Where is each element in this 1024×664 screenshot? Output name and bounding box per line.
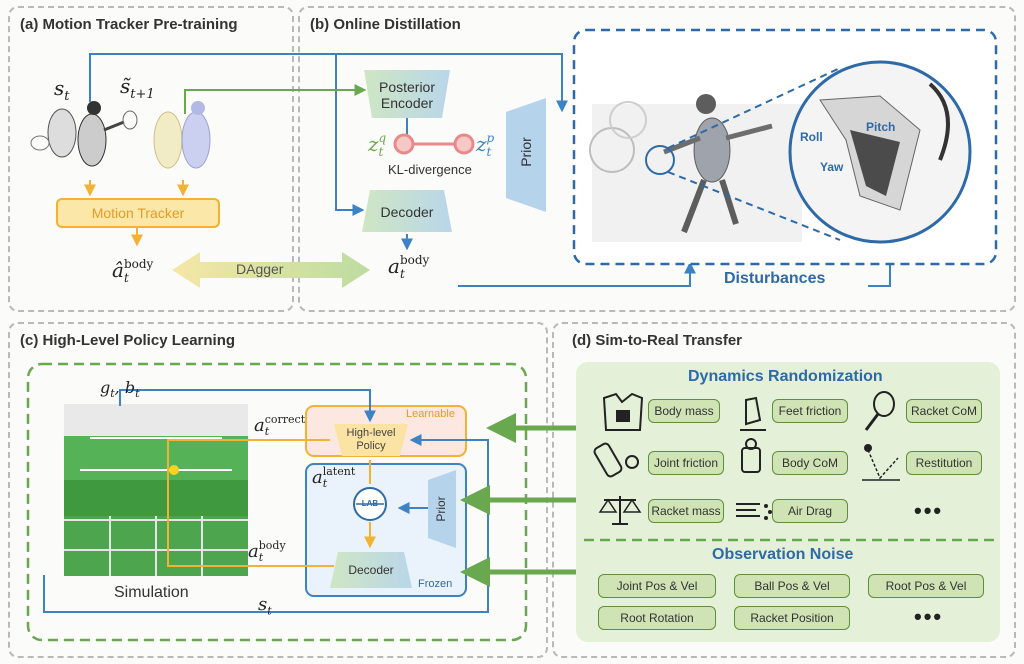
humanoid-robot-icon — [589, 94, 802, 242]
prior-block: Prior — [517, 137, 534, 167]
goal-label: gt, bt — [100, 378, 140, 401]
frozen-prior-block: Prior — [434, 496, 449, 522]
wrist-joint-icon — [819, 82, 950, 211]
pitch-label: Pitch — [866, 120, 896, 134]
panel-motion-tracker — [8, 6, 294, 312]
body-icon — [602, 392, 644, 431]
dynamics-item-body-com: Body CoM — [772, 451, 848, 475]
noise-item-joint-pos-vel: Joint Pos & Vel — [598, 574, 716, 598]
decoder-block: Decoder — [380, 203, 434, 220]
noise-item-racket-position: Racket Position — [734, 606, 850, 630]
panel-d-title: (d) Sim-to-Real Transfer — [572, 332, 743, 349]
posterior-encoder-shape — [364, 70, 450, 118]
dynamics-randomization-title: Dynamics Randomization — [688, 368, 883, 385]
roll-label: Roll — [800, 130, 823, 144]
panel-a-title: (a) Motion Tracker Pre-training — [20, 16, 238, 33]
kl-divergence-label: KL-divergence — [388, 162, 472, 177]
state-label: st — [54, 76, 70, 104]
wind-icon — [736, 503, 772, 520]
dynamics-item-body-mass: Body mass — [648, 399, 720, 423]
dynamics-item-racket-com: Racket CoM — [906, 399, 982, 423]
dynamics-item-restitution: Restitution — [906, 451, 982, 475]
noise-item-ball-pos-vel: Ball Pos & Vel — [734, 574, 850, 598]
dynamics-more: ••• — [914, 498, 944, 523]
lab-globe-icon: LAB — [361, 499, 379, 509]
dynamics-item-feet-friction: Feet friction — [772, 399, 848, 423]
sim-state-label: st — [258, 594, 272, 618]
scale-icon — [598, 496, 642, 525]
dynamics-item-joint-friction: Joint friction — [648, 451, 724, 475]
observation-noise-title: Observation Noise — [712, 546, 854, 563]
noise-item-root-rotation: Root Rotation — [598, 606, 716, 630]
robot-figures-icon — [30, 101, 211, 169]
noise-item-root-pos-vel: Root Pos & Vel — [868, 574, 984, 598]
panel-high-level-policy — [8, 322, 548, 658]
dagger-arrow-shape — [172, 252, 370, 288]
panel-online-distillation — [298, 6, 1016, 312]
learnable-label: Learnable — [406, 408, 455, 420]
panel-c-title: (c) High-Level Policy Learning — [20, 332, 236, 349]
simulation-label: Simulation — [114, 584, 189, 601]
joint-icon — [593, 442, 639, 478]
dagger-label: DAgger — [236, 261, 284, 277]
disturbances-label: Disturbances — [724, 270, 826, 287]
robot-body-icon — [741, 438, 761, 473]
yaw-label: Yaw — [820, 160, 844, 174]
panel-sim-to-real — [552, 322, 1016, 658]
frozen-label: Frozen — [418, 578, 453, 590]
bounce-icon — [862, 444, 900, 481]
dynamics-item-racket-mass: Racket mass — [648, 499, 724, 523]
frozen-decoder-block: Decoder — [348, 563, 394, 578]
tennis-simulation-icon — [64, 404, 248, 576]
dynamics-item-air-drag: Air Drag — [772, 499, 848, 523]
noise-more: ••• — [914, 604, 944, 629]
foot-icon — [740, 396, 766, 431]
panel-b-title: (b) Online Distillation — [310, 16, 461, 33]
racket-icon — [864, 391, 895, 431]
motion-tracker-box: Motion Tracker — [56, 198, 220, 228]
next-state-label: s̃t+1 — [120, 74, 155, 102]
